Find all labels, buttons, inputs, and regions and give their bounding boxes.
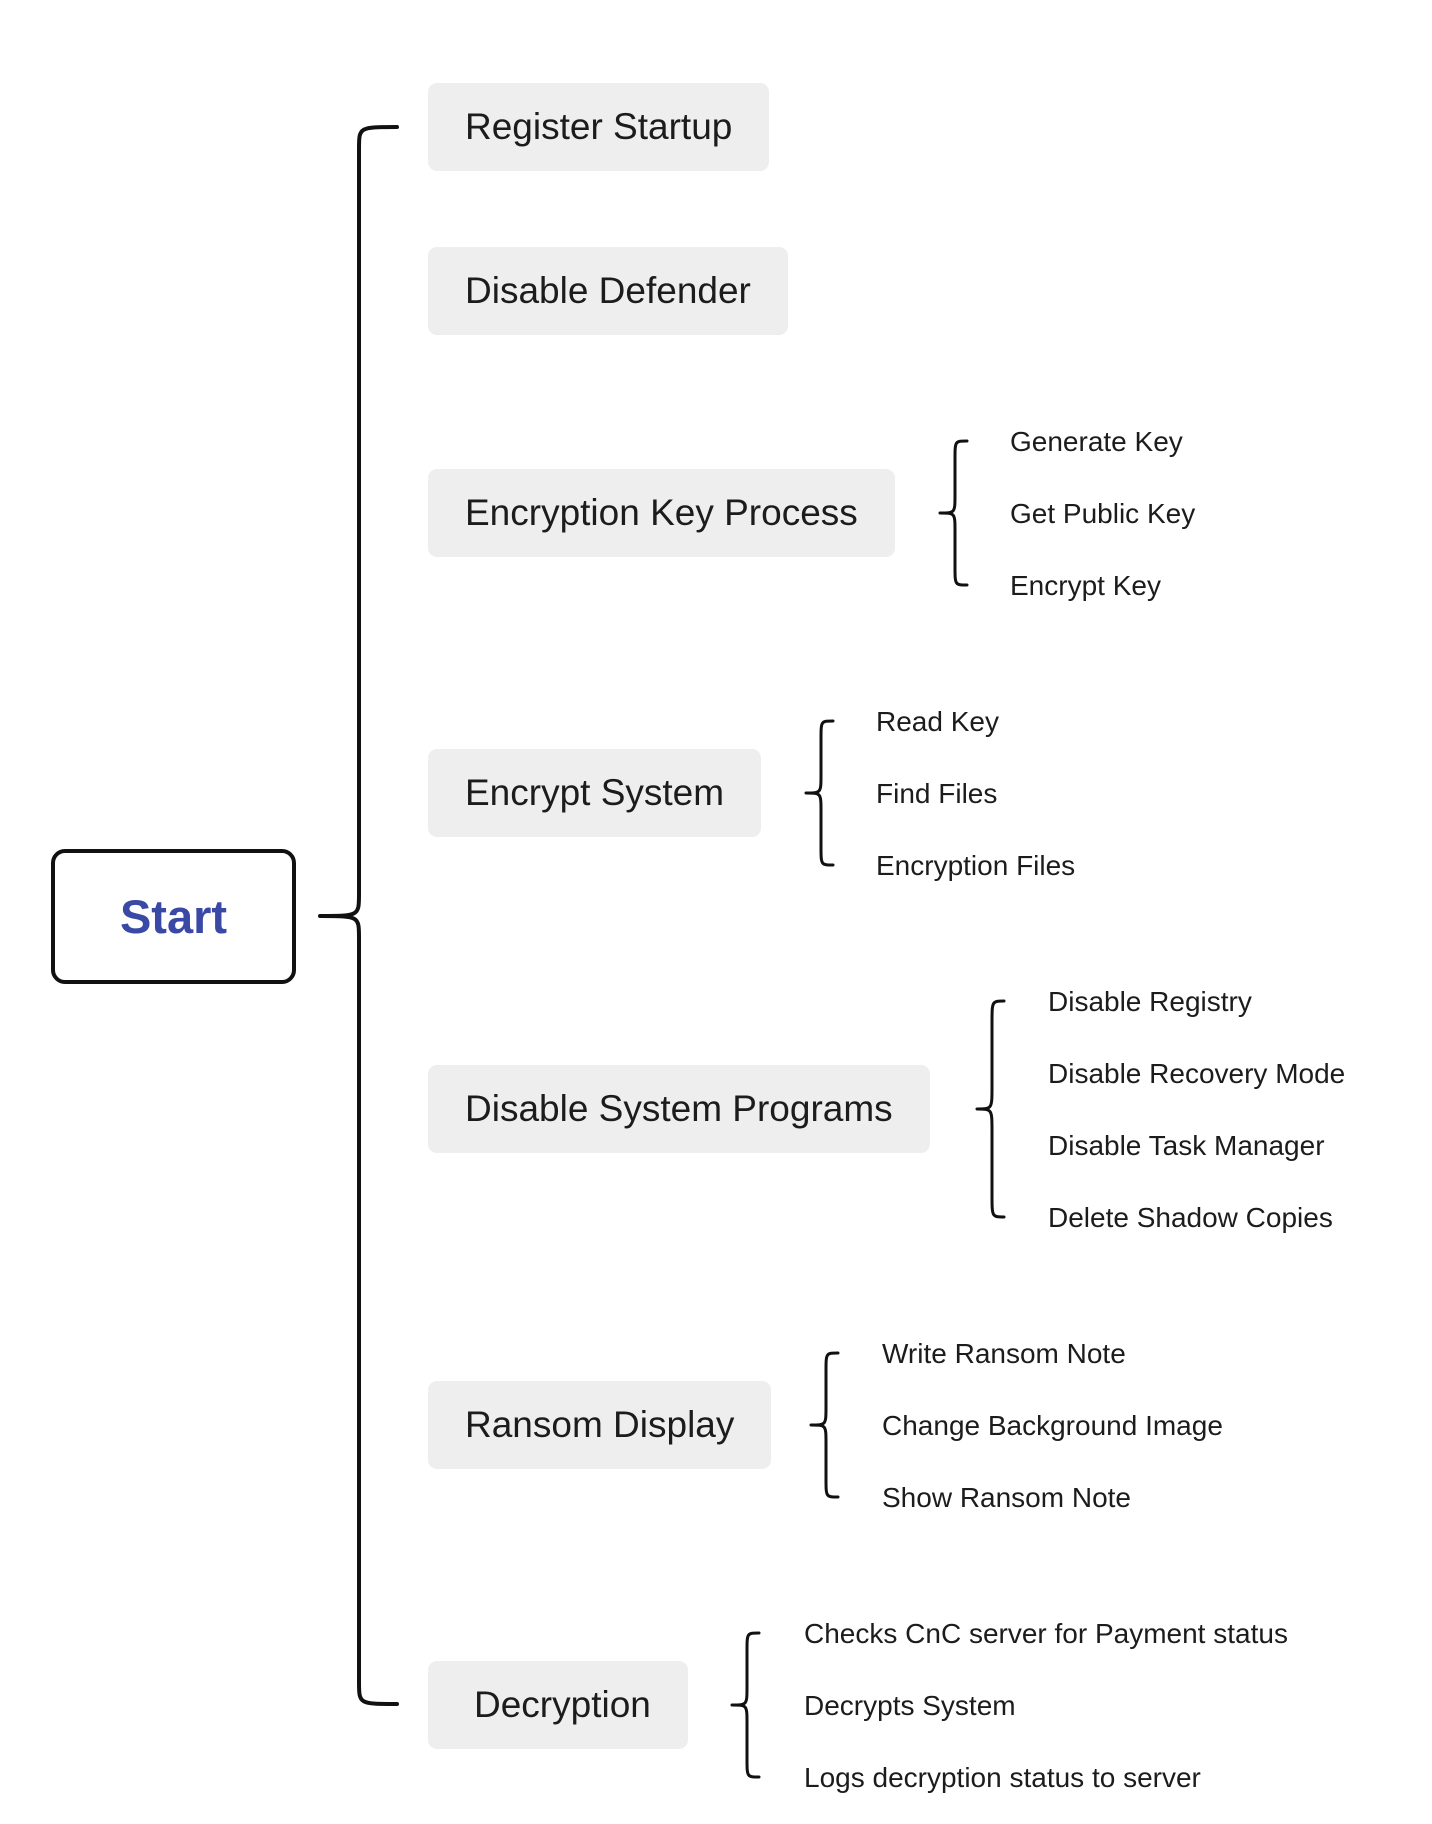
leaf-write-ransom-note: Write Ransom Note xyxy=(882,1338,1126,1369)
leaf-delete-shadow-copies: Delete Shadow Copies xyxy=(1048,1202,1333,1233)
leaf-checks-cnc-server: Checks CnC server for Payment status xyxy=(804,1618,1288,1649)
leaf-disable-registry: Disable Registry xyxy=(1048,986,1252,1017)
leaf-find-files: Find Files xyxy=(876,778,998,809)
branch-label: Encryption Key Process xyxy=(465,492,858,533)
brace-encrypt-system xyxy=(804,719,835,867)
root-label: Start xyxy=(119,890,228,943)
branch-label: Decryption xyxy=(474,1684,651,1725)
branch-label: Encrypt System xyxy=(465,772,725,813)
branch-encrypt-system: Encrypt System xyxy=(428,749,762,837)
branch-register-startup: Register Startup xyxy=(428,83,770,171)
leaf-encryption-files: Encryption Files xyxy=(876,850,1076,881)
main-brace xyxy=(318,125,399,1706)
branch-label: Ransom Display xyxy=(465,1404,735,1445)
root-node-start: Start xyxy=(51,849,296,984)
branch-encryption-key-process: Encryption Key Process xyxy=(428,469,895,557)
brace-ransom-display xyxy=(809,1351,840,1499)
leaf-encrypt-key: Encrypt Key xyxy=(1010,570,1161,601)
leaf-disable-recovery-mode: Disable Recovery Mode xyxy=(1048,1058,1346,1089)
brace-encryption-key-process xyxy=(938,439,969,587)
leaf-read-key: Read Key xyxy=(876,706,999,737)
leaf-decrypts-system: Decrypts System xyxy=(804,1690,1016,1721)
leaf-get-public-key: Get Public Key xyxy=(1010,498,1196,529)
branch-ransom-display: Ransom Display xyxy=(428,1381,772,1469)
branch-label: Disable System Programs xyxy=(465,1088,893,1129)
leaf-generate-key: Generate Key xyxy=(1010,426,1183,457)
leaf-logs-decryption-status: Logs decryption status to server xyxy=(804,1762,1201,1793)
brace-disable-system-programs xyxy=(975,999,1006,1219)
branch-disable-system-programs: Disable System Programs xyxy=(428,1065,930,1153)
leaf-show-ransom-note: Show Ransom Note xyxy=(882,1482,1132,1513)
branch-label: Disable Defender xyxy=(465,270,751,311)
branch-decryption: Decryption xyxy=(428,1661,688,1749)
brace-decryption xyxy=(730,1631,761,1779)
branch-label: Register Startup xyxy=(465,106,733,147)
branch-disable-defender: Disable Defender xyxy=(428,247,788,335)
leaf-change-background-image: Change Background Image xyxy=(882,1410,1223,1441)
leaf-disable-task-manager: Disable Task Manager xyxy=(1048,1130,1325,1161)
